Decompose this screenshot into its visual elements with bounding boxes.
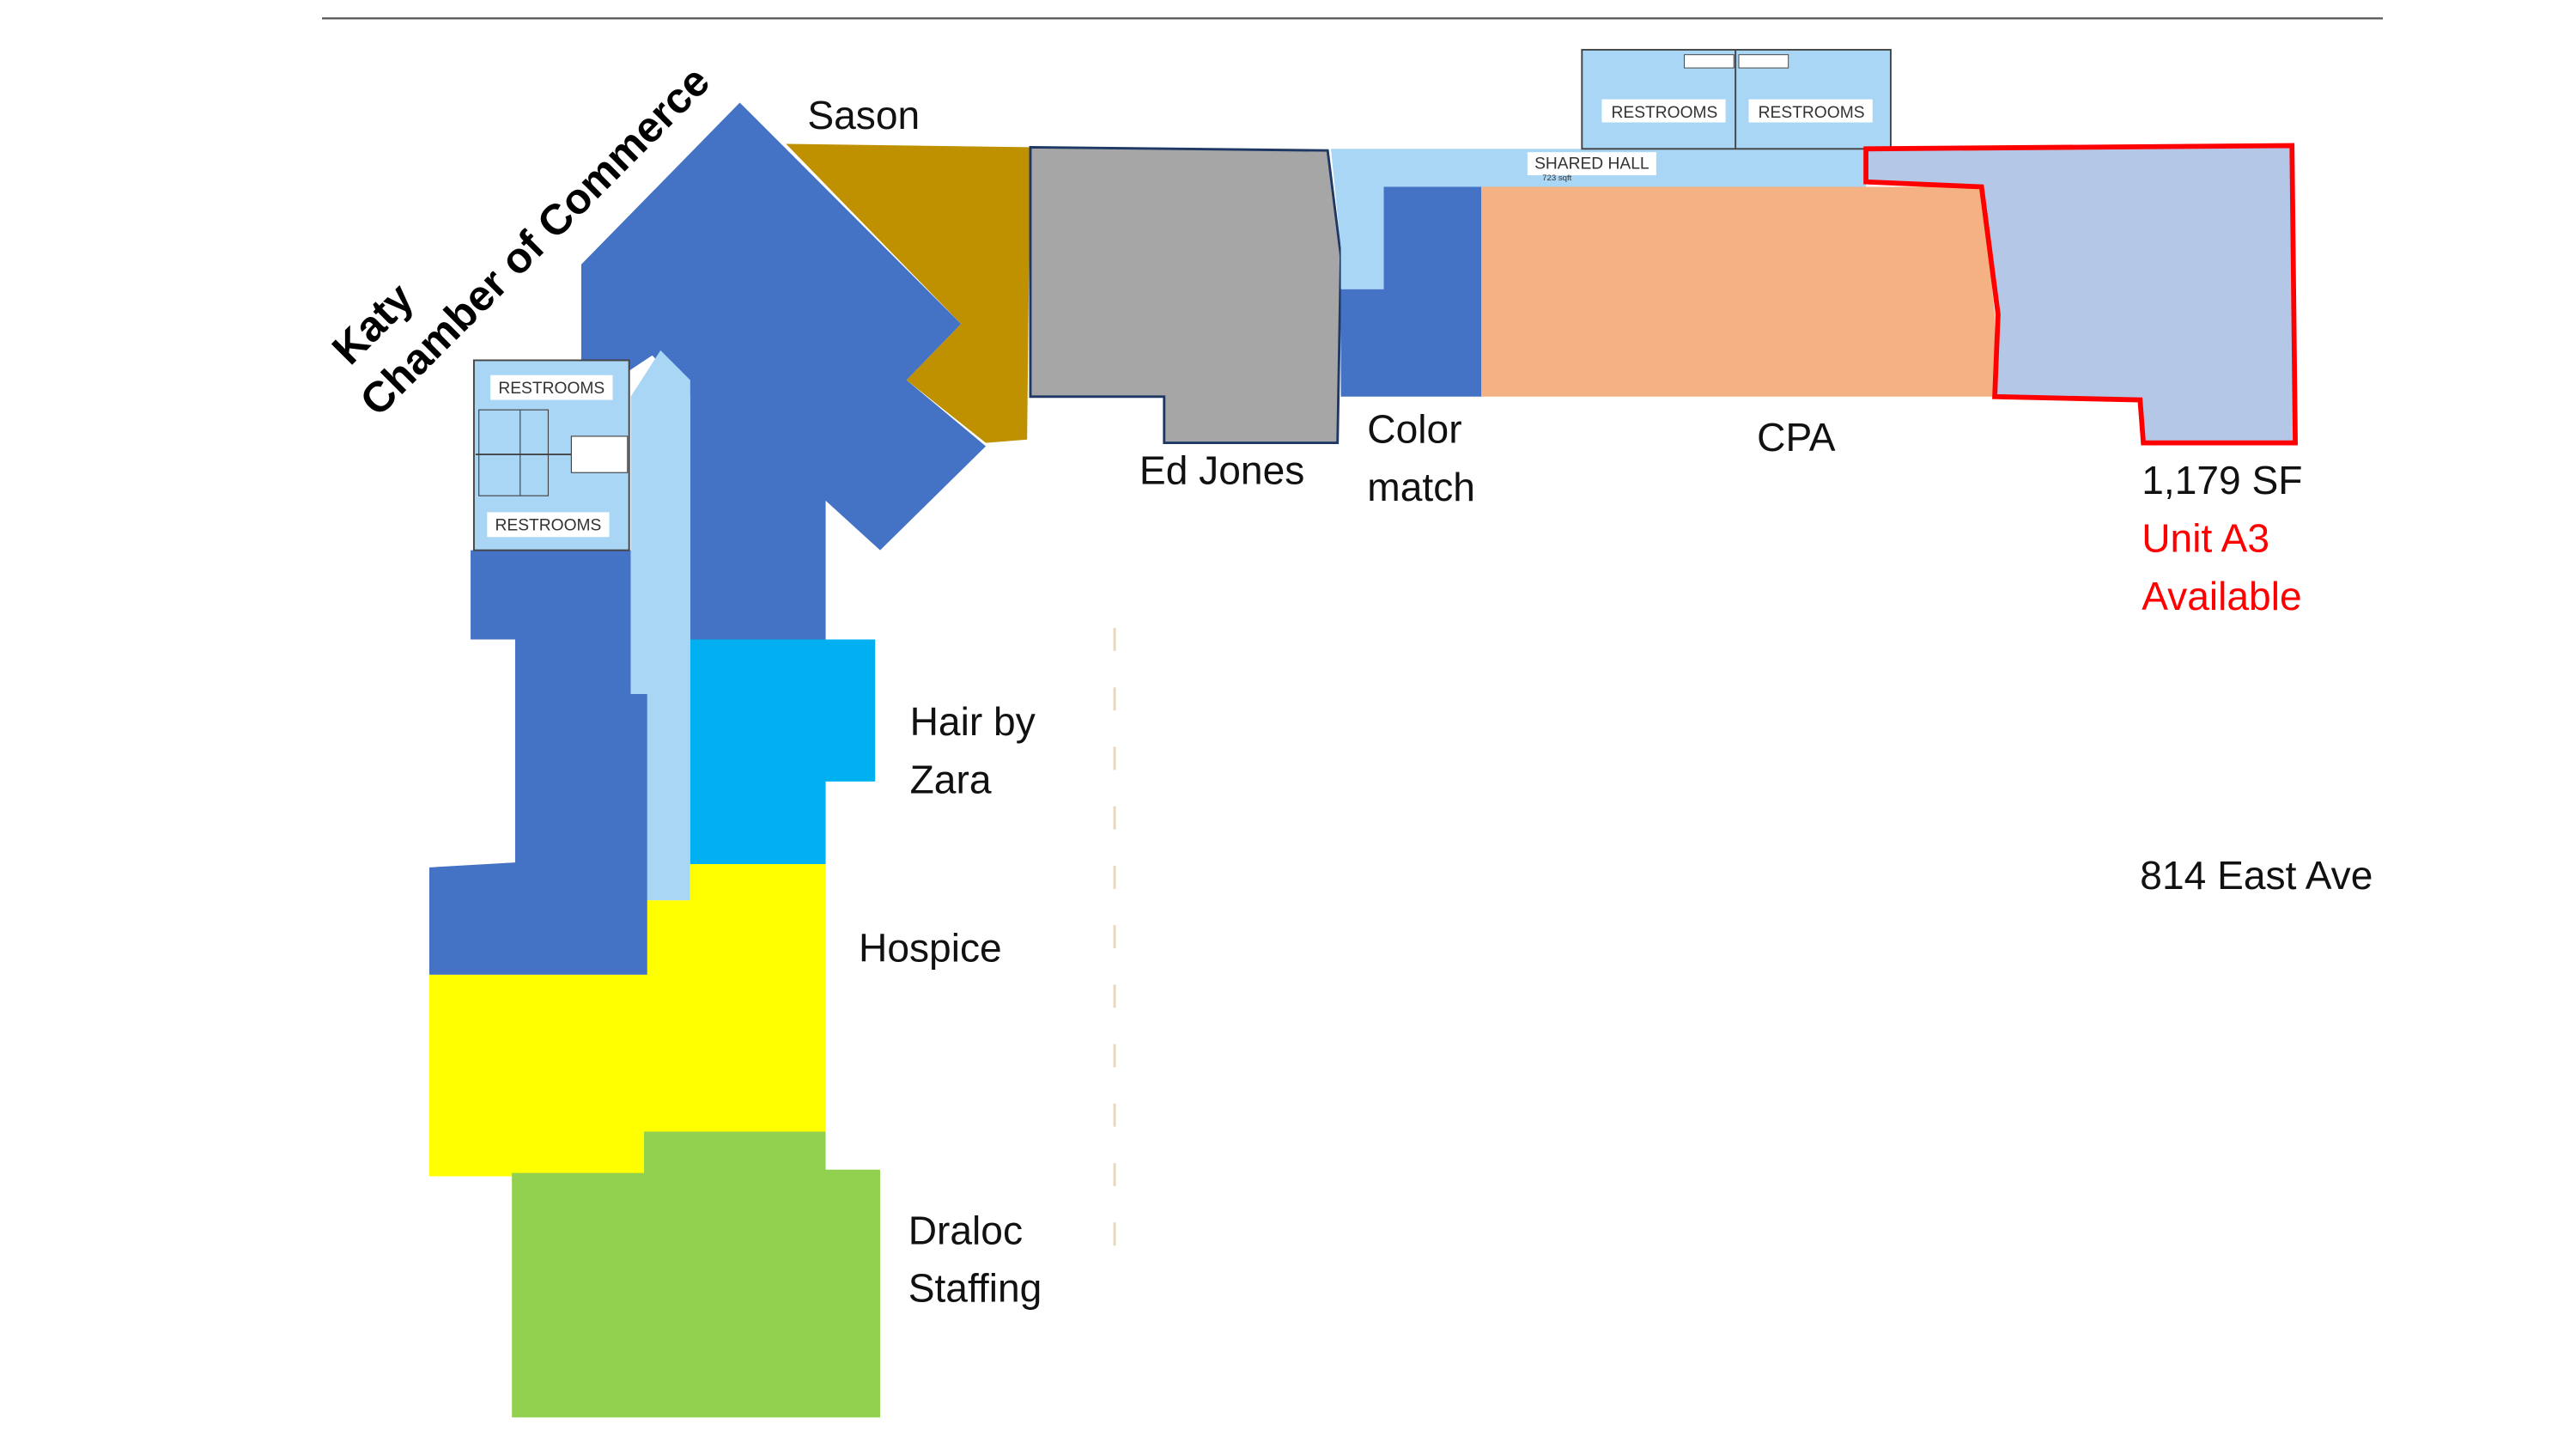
- label-hair-by: Hair by: [910, 699, 1036, 744]
- restrooms-left: RESTROOMS RESTROOMS: [472, 359, 630, 551]
- restrooms-label: RESTROOMS: [495, 517, 602, 535]
- label-address: 814 East Ave: [2140, 853, 2372, 898]
- shared-hall: [1331, 149, 1867, 289]
- suite-katy-chamber[interactable]: [580, 102, 987, 640]
- suite-ed-jones[interactable]: [1029, 145, 1342, 445]
- suite-hospice[interactable]: [429, 864, 826, 1177]
- label-sason: Sason: [807, 93, 920, 137]
- restrooms-label: RESTROOMS: [1612, 104, 1718, 122]
- shared-hall-label: SHARED HALL: [1534, 155, 1649, 173]
- label-match: match: [1367, 465, 1475, 509]
- common-corridor-left: [630, 350, 690, 901]
- restrooms-label: RESTROOMS: [498, 380, 605, 398]
- label-color: Color: [1367, 407, 1461, 452]
- label-area: 1,179 SF: [2142, 458, 2302, 502]
- shared-hall-area: 723 sqft: [1542, 174, 1572, 183]
- suite-sason[interactable]: [786, 143, 1030, 443]
- suite-katy-chamber-lower[interactable]: [429, 550, 647, 975]
- label-staffing: Staffing: [908, 1266, 1042, 1311]
- label-hospice: Hospice: [859, 925, 1002, 970]
- label-draloc: Draloc: [908, 1208, 1023, 1252]
- label-zara: Zara: [910, 757, 992, 801]
- suite-draloc-staffing[interactable]: [512, 1131, 880, 1418]
- label-available: Available: [2142, 574, 2301, 618]
- suite-color-match[interactable]: [1340, 186, 1481, 397]
- label-ed-jones: Ed Jones: [1139, 448, 1304, 493]
- label-cpa: CPA: [1757, 415, 1836, 460]
- suite-unit-a3-available[interactable]: [1863, 143, 2298, 446]
- label-unit: Unit A3: [2142, 516, 2269, 561]
- restrooms-top: RESTROOMS RESTROOMS SHARED HALL 723 sqft: [1527, 48, 1892, 183]
- restrooms-label: RESTROOMS: [1759, 104, 1865, 122]
- suite-hair-by-zara[interactable]: [690, 639, 876, 864]
- suite-cpa[interactable]: [1481, 186, 1996, 397]
